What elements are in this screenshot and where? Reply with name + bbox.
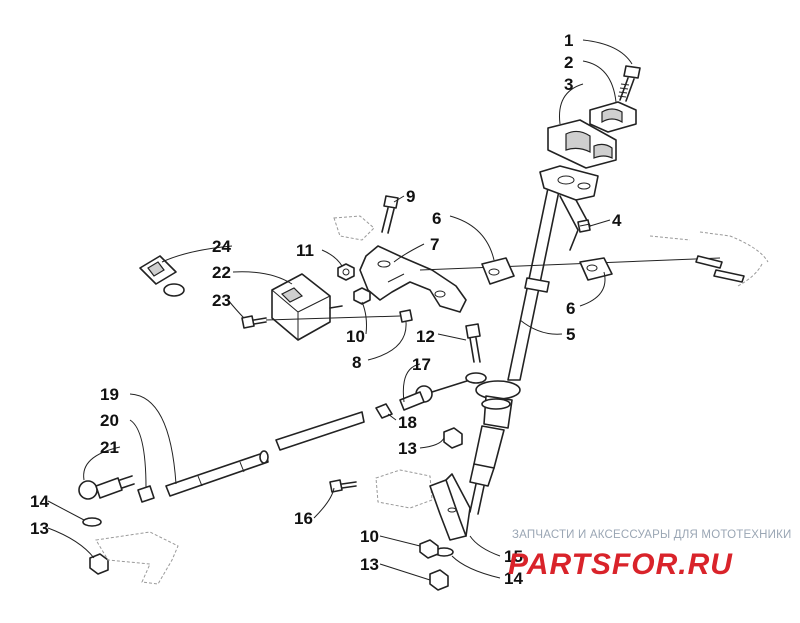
lower-mount	[375, 469, 471, 541]
module-box-22	[271, 273, 343, 341]
nut-10-upper	[353, 287, 371, 305]
callout-10-upper: 10	[346, 327, 365, 346]
bolt-4	[577, 219, 591, 233]
upper-clamp-2	[589, 101, 637, 133]
callout-18: 18	[398, 413, 417, 432]
watermark: ЗАПЧАСТИ И АКСЕССУАРЫ ДЛЯ МОТОТЕХНИКИ PA…	[508, 529, 792, 581]
callout-6-lower: 6	[566, 299, 575, 318]
jam-nut-20	[137, 485, 155, 503]
callout-labels: 1 2 3 4 5 6 6 7 8 9 10 10 11 12 13 13 13…	[30, 31, 622, 588]
nut-13-lower	[429, 569, 449, 591]
callout-7: 7	[430, 235, 439, 254]
callout-4: 4	[612, 211, 622, 230]
callout-11: 11	[296, 241, 314, 260]
callout-24: 24	[212, 237, 231, 256]
callout-8: 8	[352, 353, 361, 372]
tie-rod-end-21	[78, 475, 135, 500]
callout-14-lower: 14	[504, 569, 523, 588]
handlebar-outline	[333, 215, 769, 287]
callout-14-left: 14	[30, 492, 49, 511]
nut-10-lower	[419, 539, 439, 559]
watermark-caption: ЗАПЧАСТИ И АКСЕССУАРЫ ДЛЯ МОТОТЕХНИКИ	[512, 529, 792, 541]
callout-6-upper: 6	[432, 209, 441, 228]
callout-16: 16	[294, 509, 313, 528]
ball-joint-17	[399, 372, 487, 411]
callout-2: 2	[564, 53, 573, 72]
links-6	[419, 255, 745, 285]
lower-clamp-3	[547, 119, 617, 169]
leader-lines	[47, 39, 633, 581]
nut-11	[337, 263, 355, 281]
callout-13-left: 13	[30, 519, 49, 538]
tag-24	[139, 255, 185, 297]
bolt-9	[381, 195, 399, 234]
callout-23: 23	[212, 291, 231, 310]
callout-12: 12	[416, 327, 435, 346]
callout-5: 5	[566, 325, 575, 344]
nut-13-middle	[443, 427, 463, 449]
callout-20: 20	[100, 411, 119, 430]
spacer-18	[375, 403, 393, 419]
callout-1: 1	[564, 31, 573, 50]
callout-17: 17	[412, 355, 431, 374]
callout-3: 3	[564, 75, 573, 94]
washer-14-left	[82, 517, 102, 527]
nut-13-left	[89, 553, 109, 575]
tie-rod-19	[165, 411, 365, 497]
bolt-12	[465, 323, 481, 363]
callout-13-middle: 13	[398, 439, 417, 458]
callout-19: 19	[100, 385, 119, 404]
steering-post	[469, 165, 599, 515]
callout-10-lower: 10	[360, 527, 379, 546]
callout-13-lower: 13	[360, 555, 379, 574]
screw-8	[399, 309, 413, 323]
callout-22: 22	[212, 263, 231, 282]
callout-15: 15	[504, 547, 523, 566]
bolt-1	[617, 65, 641, 102]
spindle-arm	[95, 531, 179, 585]
callout-21: 21	[100, 438, 119, 457]
watermark-logo: PARTSFOR.RU	[508, 548, 733, 581]
callout-9: 9	[406, 187, 415, 206]
screw-16	[329, 479, 357, 493]
bracket-7	[359, 245, 467, 313]
screw-23	[241, 315, 401, 329]
